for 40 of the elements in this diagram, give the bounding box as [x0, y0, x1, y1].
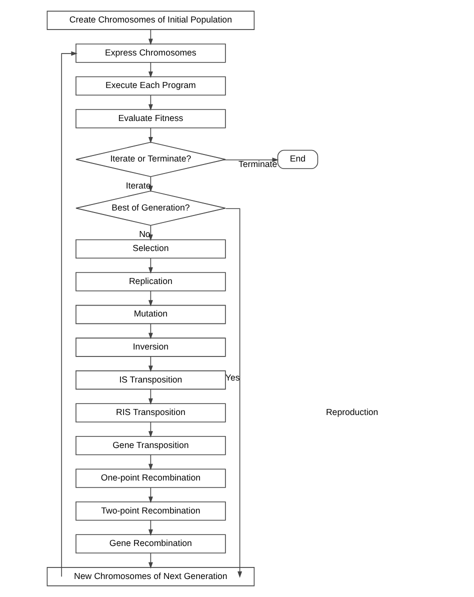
arrow — [148, 356, 153, 372]
node-box: Two-point Recombination — [76, 502, 226, 521]
node-box: Create Chromosomes of Initial Population — [46, 10, 255, 30]
arrow — [148, 323, 153, 340]
node-box: One-point Recombination — [76, 468, 226, 488]
arrow — [148, 487, 153, 504]
node-box: Replication — [76, 272, 226, 292]
arrow — [148, 258, 153, 274]
arrow — [148, 422, 153, 438]
label: Reproduction — [326, 407, 378, 418]
edge-label: Yes — [225, 372, 240, 383]
edge-label: No — [139, 229, 150, 240]
arrow — [148, 29, 153, 46]
edge-label: Terminate — [238, 158, 278, 169]
arrow — [148, 94, 153, 111]
node-box: IS Transposition — [76, 370, 226, 390]
arrow — [148, 552, 153, 569]
arrow — [225, 208, 242, 578]
node-box: Mutation — [76, 304, 226, 324]
node-box: Express Chromosomes — [76, 44, 226, 63]
arrow — [148, 388, 153, 405]
arrow — [148, 454, 153, 470]
node-box: New Chromosomes of Next Generation — [46, 567, 255, 586]
arrow — [223, 158, 279, 162]
edge-label: Iterate — [126, 180, 151, 190]
node-box: Execute Each Program — [76, 76, 226, 96]
node-diamond: Iterate or Terminate? — [76, 142, 226, 178]
arrow — [148, 128, 153, 144]
node-box: Inversion — [76, 338, 226, 357]
arrow — [148, 520, 153, 536]
node-diamond: Best of Generation? — [76, 190, 226, 226]
arrow — [148, 62, 153, 78]
arrow — [61, 51, 78, 577]
node-box: Selection — [76, 239, 226, 259]
node-box: Gene Transposition — [76, 436, 226, 456]
arrow — [148, 290, 153, 306]
node-box: RIS Transposition — [76, 403, 226, 422]
node-box: End — [277, 150, 318, 170]
node-box: Evaluate Fitness — [76, 109, 226, 128]
node-box: Gene Recombination — [76, 534, 226, 554]
